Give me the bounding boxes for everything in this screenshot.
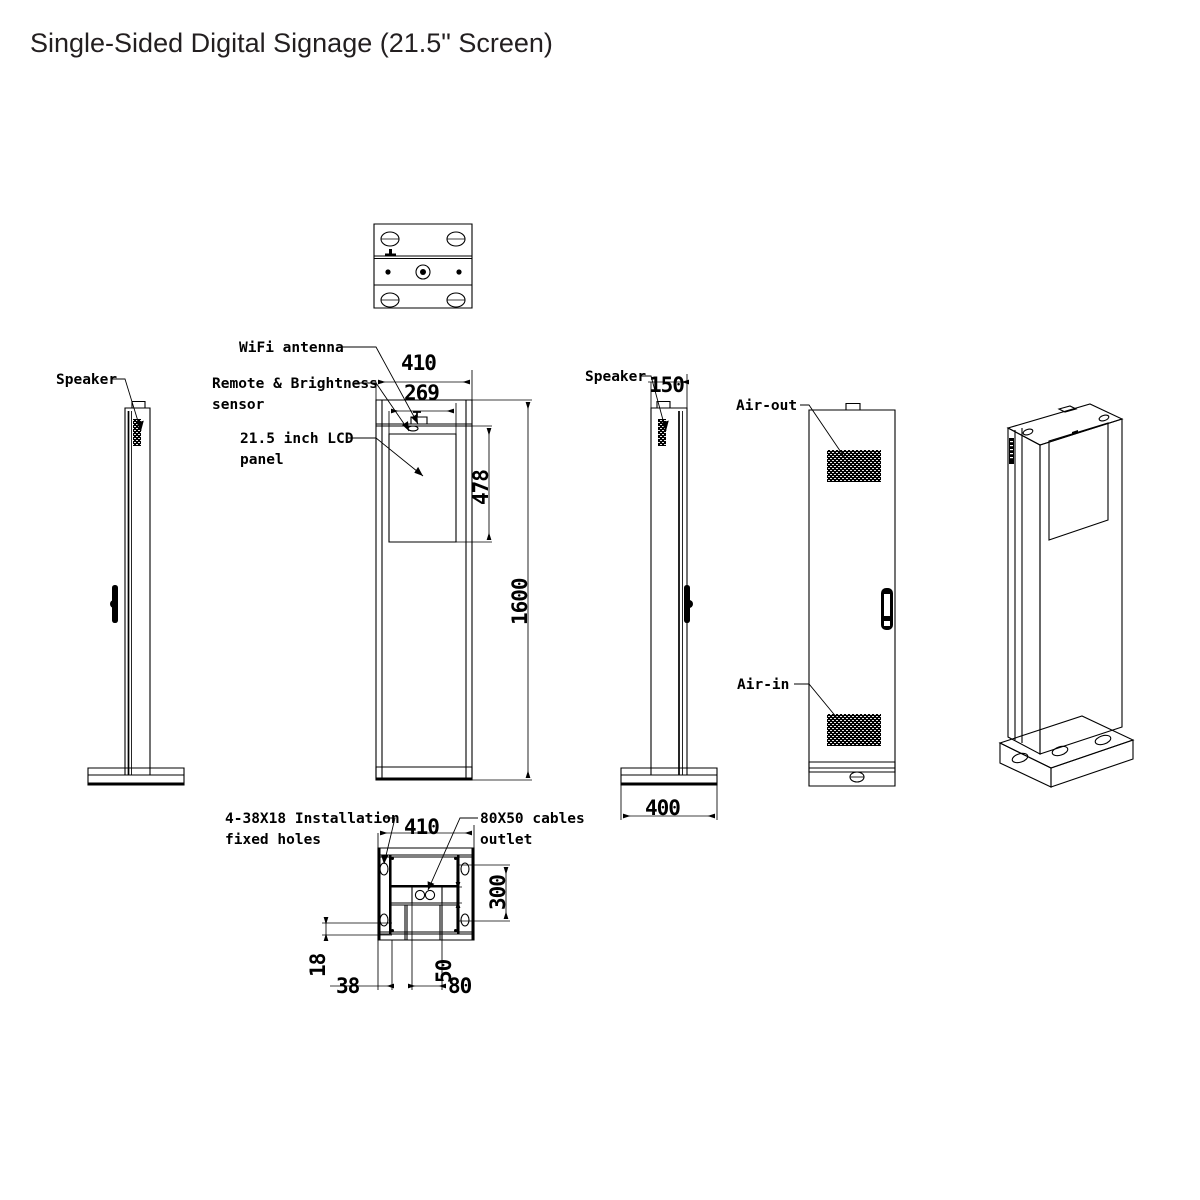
top-detail-screw — [380, 292, 400, 308]
installation-fixed-hole — [461, 863, 469, 875]
air-in-vent — [827, 714, 881, 746]
lcd-screen-opening — [389, 434, 456, 542]
installation-fixed-hole — [380, 914, 388, 926]
dim-38: 38 — [336, 974, 360, 998]
dim-1600: 1600 — [508, 578, 532, 625]
dim-50: 50 — [432, 959, 456, 983]
iso-lcd-screen — [1049, 423, 1108, 540]
label-remote-sensor-2: sensor — [212, 397, 265, 413]
label-speaker-right: Speaker — [585, 369, 646, 385]
dimension-outlet-depth: 50 — [432, 882, 462, 983]
right-side-view: 150 Speaker — [585, 369, 717, 785]
dim-400: 400 — [645, 796, 680, 820]
base-plan-view: 410 300 18 38 — [225, 811, 585, 998]
dimension-plan-width: 410 — [377, 815, 475, 848]
label-air-out: Air-out — [736, 398, 797, 414]
dim-18: 18 — [306, 953, 330, 977]
dim-300: 300 — [486, 875, 510, 910]
dimension-hole-size: 18 — [306, 917, 392, 977]
label-lcd-2: panel — [240, 452, 284, 468]
label-cables-outlet-2: outlet — [480, 832, 532, 848]
label-remote-sensor-1: Remote & Brightness — [212, 376, 378, 392]
iso-top-screw — [1022, 414, 1109, 436]
rear-view: Air-in Air-out — [736, 398, 895, 786]
cables-outlet — [412, 887, 442, 903]
speaker-grille — [658, 419, 666, 446]
installation-fixed-hole — [380, 863, 388, 875]
top-detail-antenna-nub — [385, 249, 396, 257]
top-detail-view — [374, 224, 472, 308]
dim-269: 269 — [404, 381, 439, 405]
left-side-view: Speaker — [56, 372, 184, 785]
base-screw — [849, 771, 865, 783]
page-title: Single-Sided Digital Signage (21.5" Scre… — [30, 28, 553, 58]
label-cables-outlet-1: 80X50 cables — [480, 811, 585, 827]
door-lock — [110, 585, 118, 623]
dim-80: 80 — [448, 974, 472, 998]
dimension-plan-depth: 300 — [459, 864, 510, 922]
dimension-screen-height: 478 — [456, 425, 493, 543]
installation-fixed-hole — [461, 914, 469, 926]
top-detail-screw — [380, 231, 400, 247]
top-detail-screw — [446, 292, 466, 308]
door-lock — [881, 588, 893, 630]
dim-478: 478 — [469, 470, 493, 505]
isometric-view — [1000, 404, 1133, 787]
dim-150: 150 — [649, 373, 684, 397]
dimension-hole-offset: 38 — [330, 940, 394, 998]
label-wifi-antenna: WiFi antenna — [239, 340, 344, 356]
dimension-total-height: 1600 — [472, 399, 532, 781]
dimension-base-depth: 400 — [620, 785, 718, 820]
label-air-in: Air-in — [737, 677, 789, 693]
door-lock — [684, 585, 693, 623]
brightness-sensor — [408, 426, 418, 431]
dim-410-top: 410 — [401, 351, 436, 375]
front-view: 410 269 478 1600 — [212, 340, 532, 780]
dimension-side-depth: 150 — [648, 373, 689, 408]
speaker-grille — [133, 419, 141, 446]
dimension-front-width: 410 — [375, 351, 473, 400]
air-out-vent — [827, 450, 881, 482]
label-speaker-left: Speaker — [56, 372, 117, 388]
label-lcd-1: 21.5 inch LCD — [240, 431, 354, 447]
dimension-outlet-width: 80 — [408, 903, 473, 998]
top-detail-sensor — [416, 265, 430, 279]
top-detail-screw — [446, 231, 466, 247]
label-fixed-holes-1: 4-38X18 Installation — [225, 811, 400, 827]
label-fixed-holes-2: fixed holes — [225, 832, 321, 848]
dim-plan-410: 410 — [404, 815, 439, 839]
dimension-screen-width: 269 — [388, 381, 457, 434]
